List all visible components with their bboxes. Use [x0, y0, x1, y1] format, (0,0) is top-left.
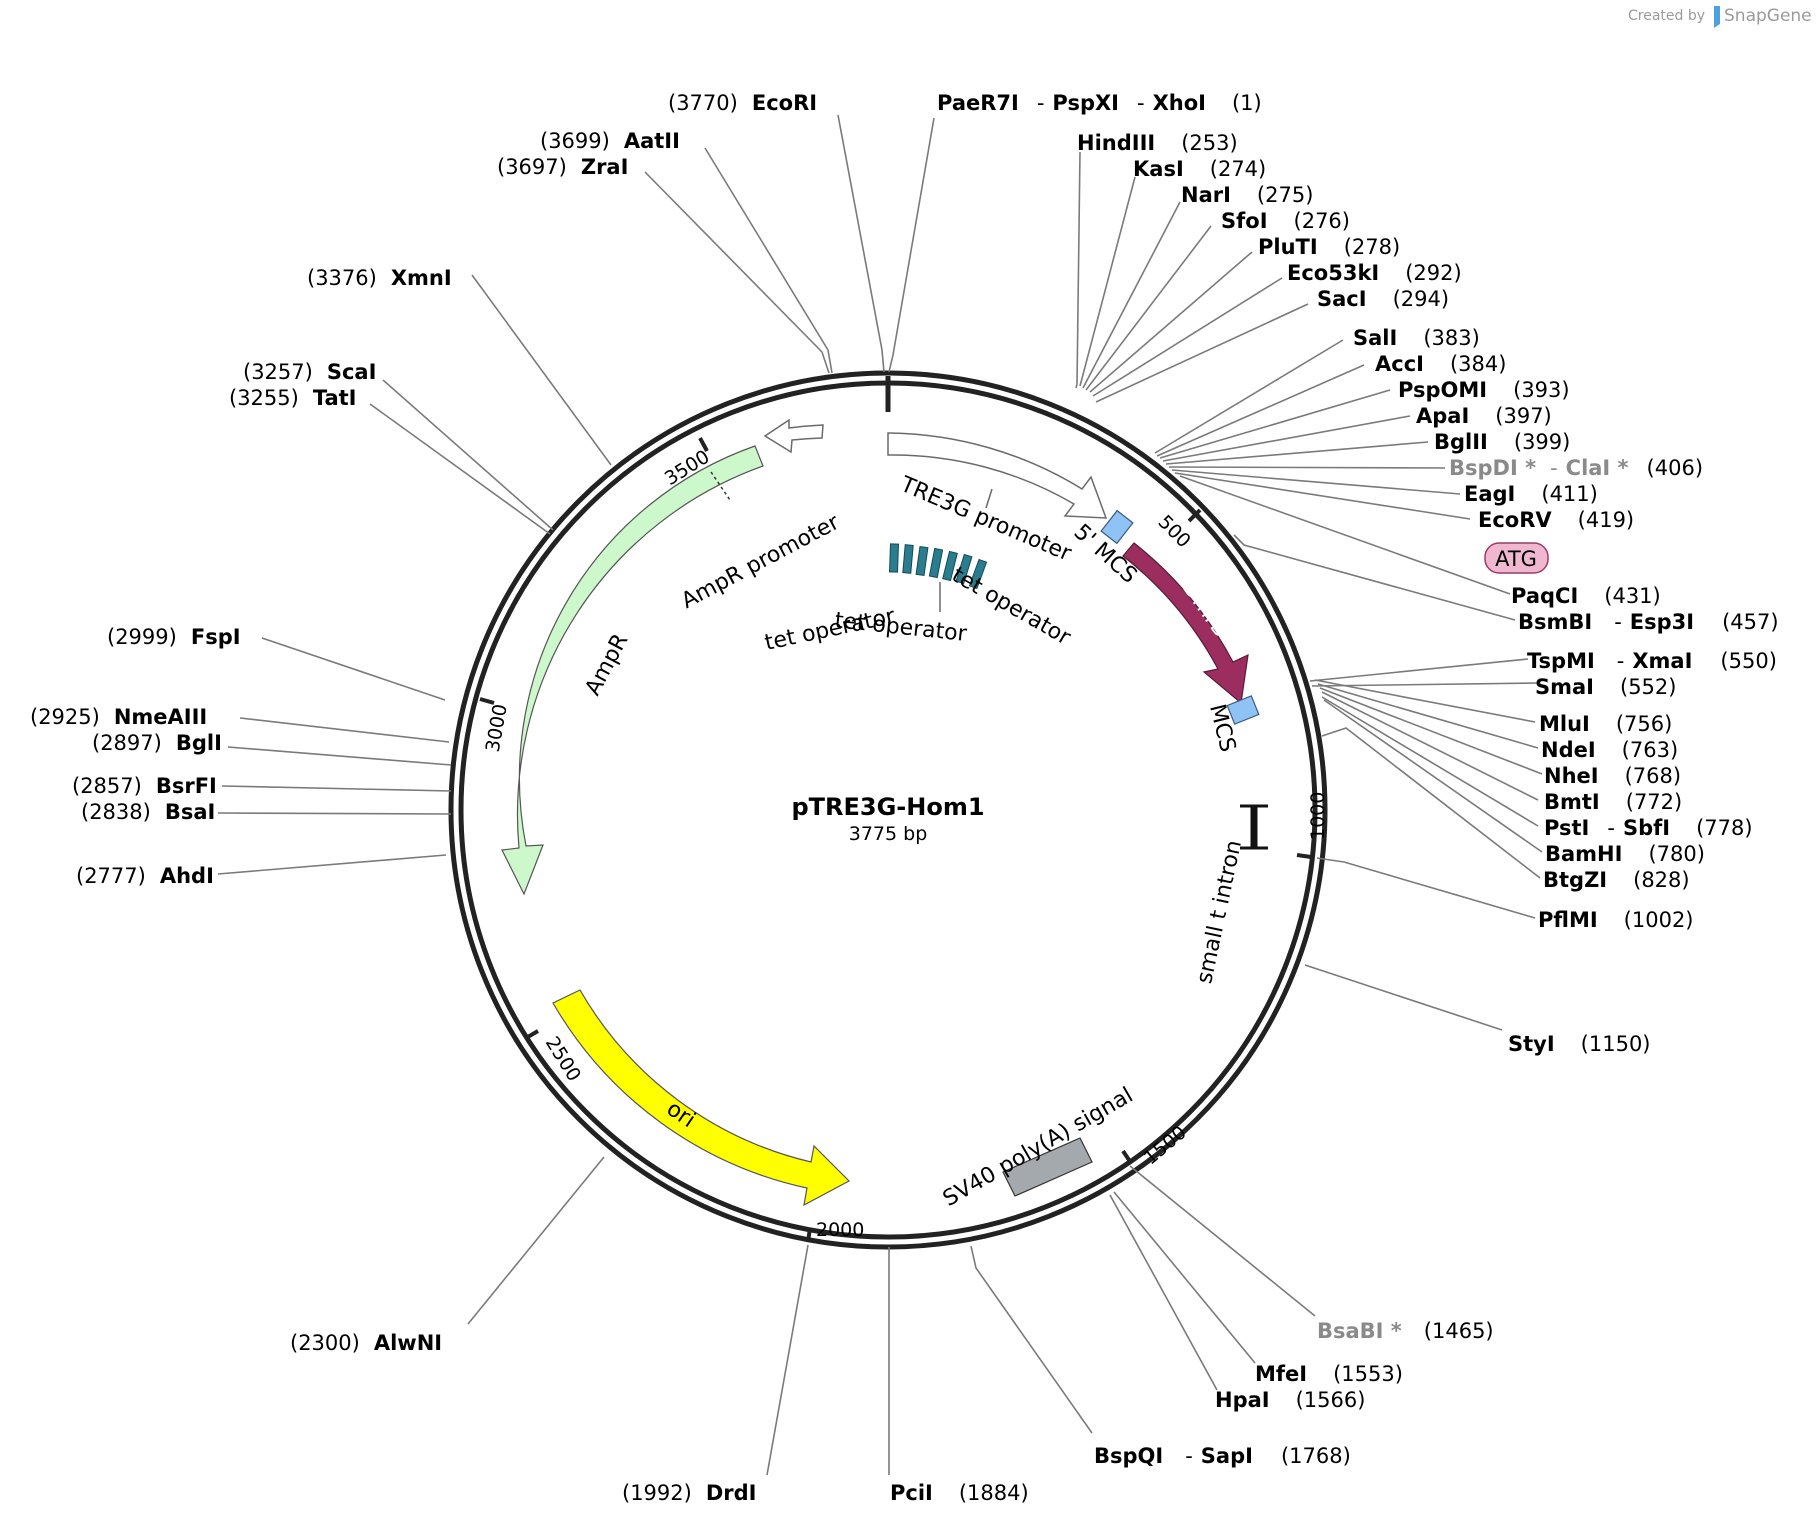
- ampr-promoter-arrow[interactable]: [763, 418, 824, 454]
- snapgene-credit[interactable]: Created by SnapGene: [1628, 6, 1812, 28]
- plasmid-name: pTRE3G-Hom1: [791, 793, 984, 821]
- site-label[interactable]: (2897)BglI: [92, 731, 222, 755]
- site-label[interactable]: PflMI(1002): [1538, 908, 1694, 932]
- tick-2000: [806, 1227, 812, 1243]
- restriction-site-labels: (3770)EcoRI PaeR7I-PspXI-XhoI(1) (3699)A…: [30, 91, 1779, 1505]
- ampr-promoter-label: AmpR promoter: [677, 510, 844, 615]
- tick-label-1000: 1000: [1307, 792, 1329, 840]
- site-label[interactable]: (3376)XmnI: [307, 266, 452, 290]
- site-label[interactable]: (2777)AhdI: [76, 864, 214, 888]
- site-label[interactable]: PluTI(278): [1258, 235, 1400, 259]
- site-label[interactable]: PciI(1884): [890, 1481, 1029, 1505]
- site-label[interactable]: (3699)AatII: [540, 129, 680, 153]
- site-label[interactable]: EcoRV(419): [1478, 508, 1634, 532]
- tick-label-500: 500: [1154, 511, 1195, 552]
- plasmid-size: 3775 bp: [849, 823, 928, 845]
- mcs5-box[interactable]: [1100, 509, 1134, 545]
- site-label[interactable]: SalI(383): [1353, 326, 1480, 350]
- site-label[interactable]: (3255)TatI: [229, 386, 356, 410]
- credit-prefix: Created by: [1628, 8, 1705, 24]
- site-leader-lines: [217, 114, 1543, 1476]
- site-label[interactable]: NarI(275): [1181, 183, 1313, 207]
- sv40-polya-label: SV40 poly(A) signal: [939, 1083, 1138, 1212]
- plasmid-title: pTRE3G-Hom1 3775 bp: [791, 793, 984, 845]
- tick-1500: [1121, 1149, 1133, 1165]
- tre3g-label-connector: [985, 488, 993, 509]
- tick-3500: [698, 437, 709, 452]
- site-label[interactable]: BglII(399): [1434, 430, 1570, 454]
- site-label[interactable]: MfeI(1553): [1255, 1362, 1403, 1386]
- site-label[interactable]: NheI(768): [1544, 764, 1681, 788]
- site-label[interactable]: BamHI(780): [1545, 842, 1705, 866]
- site-label[interactable]: BsmBI-Esp3I(457): [1518, 610, 1779, 634]
- tick-2500: [524, 1029, 540, 1040]
- site-label[interactable]: BspDI *-ClaI *(406): [1449, 456, 1703, 480]
- site-label[interactable]: (3770)EcoRI: [668, 91, 817, 115]
- site-label[interactable]: PaqCI(431): [1511, 584, 1661, 608]
- credit-brand: SnapGene: [1724, 6, 1812, 26]
- site-label[interactable]: NdeI(763): [1541, 738, 1678, 762]
- site-label[interactable]: AccI(384): [1375, 352, 1506, 376]
- site-label[interactable]: (3257)ScaI: [243, 360, 376, 384]
- site-label[interactable]: PaeR7I-PspXI-XhoI(1): [937, 91, 1262, 115]
- dmrb-arrow[interactable]: [1122, 542, 1249, 705]
- tick-500: [1187, 508, 1202, 523]
- site-label[interactable]: (2925)NmeAIII: [30, 705, 207, 729]
- mcs-box[interactable]: [1226, 695, 1260, 725]
- atg-badge[interactable]: ATG: [1484, 542, 1549, 574]
- atg-label: ATG: [1495, 547, 1537, 571]
- atg-badge-box: [1484, 542, 1549, 574]
- site-label[interactable]: Eco53kI(292): [1287, 261, 1462, 285]
- tick-label-2000: 2000: [816, 1219, 864, 1241]
- site-label[interactable]: ApaI(397): [1416, 404, 1552, 428]
- backbone-outer-strand: [448, 370, 1328, 1250]
- site-label[interactable]: SmaI(552): [1535, 675, 1676, 699]
- tet-operator-bars[interactable]: [888, 543, 988, 590]
- tick-label-1500: 1500: [1140, 1121, 1191, 1169]
- tre3g-promoter-arrow[interactable]: [887, 432, 1108, 519]
- site-label[interactable]: BsaBI *(1465): [1317, 1319, 1494, 1343]
- ampr-arrow[interactable]: [501, 445, 764, 896]
- snapgene-logo-icon: [1714, 6, 1720, 28]
- site-label[interactable]: SfoI(276): [1221, 209, 1350, 233]
- tick-label-3000: 3000: [482, 702, 512, 753]
- tick-3000: [479, 697, 495, 705]
- site-label[interactable]: HpaI(1566): [1215, 1388, 1365, 1412]
- site-label[interactable]: TspMI-XmaI(550): [1527, 649, 1777, 673]
- small-t-intron-label: small t intron: [1192, 838, 1247, 986]
- site-label[interactable]: EagI(411): [1464, 482, 1598, 506]
- site-label[interactable]: MluI(756): [1539, 712, 1672, 736]
- tet-operator-label-2: tet operator: [834, 608, 969, 647]
- tick-1000: [1296, 853, 1312, 859]
- site-label[interactable]: PstI-SbfI(778): [1544, 816, 1753, 840]
- site-label[interactable]: HindIII(253): [1077, 131, 1238, 155]
- site-label[interactable]: (2999)FspI: [107, 625, 241, 649]
- site-label[interactable]: (1992)DrdI: [622, 1481, 756, 1505]
- tet-operator-label-3: tet operator: [947, 563, 1075, 651]
- site-label[interactable]: SacI(294): [1317, 287, 1449, 311]
- site-label[interactable]: StyI(1150): [1508, 1032, 1651, 1056]
- sv40-polya-box[interactable]: [1002, 1137, 1093, 1197]
- site-label[interactable]: BspQI-SapI(1768): [1094, 1444, 1351, 1468]
- site-label[interactable]: (3697)ZraI: [497, 155, 628, 179]
- site-label[interactable]: KasI(274): [1133, 157, 1266, 181]
- site-label[interactable]: (2857)BsrFI: [72, 774, 217, 798]
- small-t-intron-marker[interactable]: [1240, 804, 1268, 850]
- ori-arrow[interactable]: [552, 989, 850, 1207]
- site-label[interactable]: (2838)BsaI: [81, 800, 215, 824]
- ampr-label: AmpR: [581, 630, 634, 700]
- site-label[interactable]: BmtI(772): [1544, 790, 1682, 814]
- backbone: [448, 370, 1328, 1250]
- site-label[interactable]: BtgZI(828): [1543, 868, 1690, 892]
- site-label[interactable]: PspOMI(393): [1398, 378, 1570, 402]
- site-label[interactable]: (2300)AlwNI: [290, 1331, 442, 1355]
